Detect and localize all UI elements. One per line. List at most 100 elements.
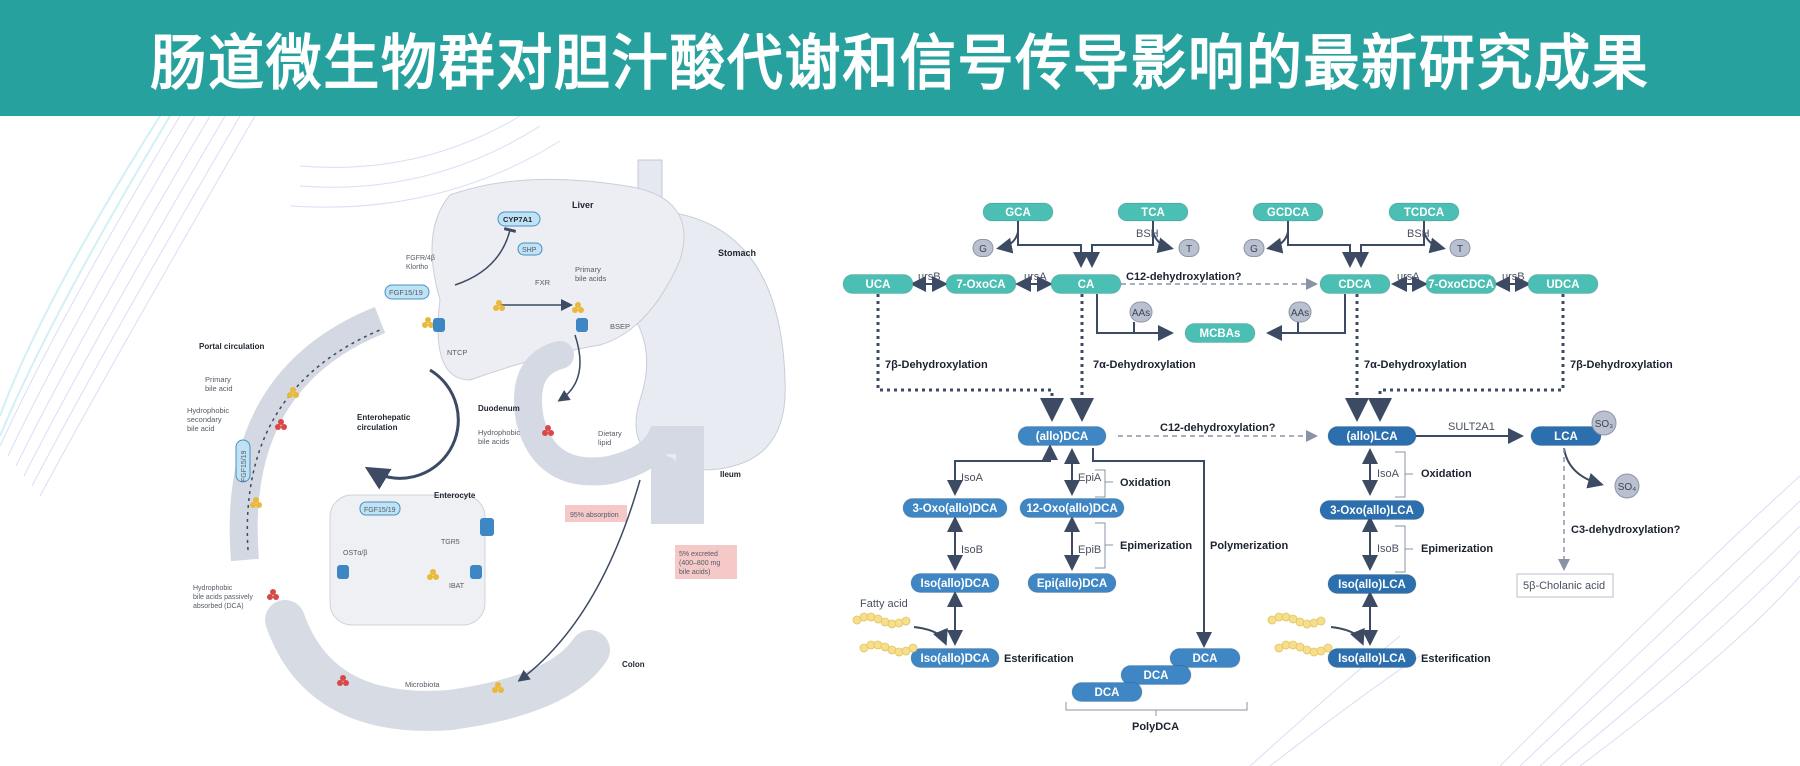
label-excreted-2: (400–800 mg (679, 560, 720, 567)
step-c12-mid: C12-dehydroxylation? (1160, 422, 1276, 434)
label-hydrophobic-secondary-1: Hydrophobic (187, 406, 229, 415)
label-primary-bile-acid-2: bile acid (205, 384, 233, 393)
label-dietary-1: Dietary (598, 429, 622, 438)
cofactor-so3 (1591, 410, 1617, 436)
node-lca-label: LCA (1554, 431, 1578, 443)
page-title: 肠道微生物群对胆汁酸代谢和信号传导影响的最新研究成果 (150, 28, 1650, 99)
node-iso-allolca-ester (1327, 648, 1417, 668)
node-allodca-label: (allo)DCA (1036, 431, 1088, 443)
node-iso-allolca-label: Iso(allo)LCA (1338, 579, 1406, 591)
label-absorption: 95% absorption (570, 512, 619, 519)
enzyme-ursB-1: ursB (918, 271, 941, 283)
label-ntcp: NTCP (447, 348, 467, 357)
cofactor-t-1-label: T (1186, 244, 1192, 255)
node-epi-allodca (1027, 573, 1117, 593)
enzyme-epiA: EpiA (1078, 472, 1102, 484)
label-enterohepatic-1: Enterohepatic (357, 413, 411, 422)
node-iso-allodca-ester-label: Iso(allo)DCA (921, 653, 990, 665)
label-dietary-2: lipid (598, 438, 611, 447)
node-mcbas-label: MCBAs (1200, 328, 1241, 340)
label-enterohepatic-2: circulation (357, 423, 398, 432)
node-3-oxo-allodca-label: 3-Oxo(allo)DCA (913, 503, 998, 515)
node-dca-2-label: DCA (1144, 670, 1169, 682)
label-polydca: PolyDCA (1132, 721, 1179, 733)
step-oxidation-2: Oxidation (1421, 468, 1472, 480)
enzyme-isoA-2: IsoA (1377, 468, 1400, 480)
node-udca (1527, 274, 1599, 294)
liver-shape (431, 178, 685, 381)
node-12-oxo-allodca-label: 12-Oxo(allo)DCA (1026, 503, 1117, 515)
node-gcdca (1252, 202, 1324, 222)
node-cdca-label: CDCA (1338, 279, 1371, 291)
label-fgf-enterocyte: FGF15/19 (364, 507, 396, 514)
node-12-oxo-allodca (1019, 498, 1125, 518)
label-fxr: FXR (535, 278, 551, 287)
label-hydrophobic-secondary-3: bile acid (187, 424, 215, 433)
colon-shape (265, 600, 610, 731)
label-ileum: Ileum (720, 470, 741, 479)
cofactor-t-2-label: T (1457, 244, 1463, 255)
label-cholanic-acid: 5β-Cholanic acid (1523, 580, 1605, 592)
label-hydrophobic-bile-acids-1: Hydrophobic (478, 428, 520, 437)
cofactor-aas-2 (1288, 301, 1312, 323)
node-iso-allolca-ester-label: Iso(allo)LCA (1338, 653, 1406, 665)
label-primary-bile-acids-2: bile acids (575, 274, 607, 283)
step-epimerization-1: Epimerization (1120, 540, 1192, 552)
cofactor-so4-label: SO₄ (1618, 482, 1637, 493)
label-hydrophobic-bile-acids-2: bile acids (478, 437, 510, 446)
node-iso-allodca (910, 573, 1000, 593)
node-mcbas (1184, 323, 1256, 343)
node-7-oxocdca (1425, 274, 1497, 294)
step-polymerization: Polymerization (1210, 540, 1289, 552)
node-tcdca-label: TCDCA (1404, 207, 1444, 219)
node-iso-allodca-ester (910, 648, 1000, 668)
node-3-oxo-allolca-label: 3-Oxo(allo)LCA (1330, 505, 1414, 517)
node-dca-3 (1071, 682, 1143, 702)
cofactor-aas-1-label: AAs (1132, 308, 1150, 319)
step-esterification-1: Esterification (1004, 653, 1074, 665)
node-7-oxoca (945, 274, 1017, 294)
node-ca (1050, 274, 1122, 294)
enterohepatic-illustration: Liver Stomach CYP7A1 SHP FXR FGFR/4β Klo… (187, 159, 786, 731)
label-enterocyte: Enterocyte (434, 491, 476, 500)
step-esterification-2: Esterification (1421, 653, 1491, 665)
cofactor-so3-label: SO₃ (1595, 419, 1614, 430)
cofactor-aas-2-label: AAs (1291, 308, 1309, 319)
node-tca (1117, 202, 1189, 222)
node-dca-3-label: DCA (1095, 687, 1120, 699)
node-epi-allodca-label: Epi(allo)DCA (1037, 578, 1107, 590)
enzyme-isoA-1: IsoA (961, 472, 984, 484)
label-klotho: Klortho (406, 264, 428, 271)
cofactor-t-1 (1178, 239, 1200, 257)
cofactor-g-1 (972, 239, 994, 257)
node-allolca (1327, 426, 1417, 446)
label-shp: SHP (522, 247, 537, 254)
step-7beta-1: 7β-Dehydroxylation (885, 359, 988, 371)
node-uca-label: UCA (866, 279, 891, 291)
label-duodenum: Duodenum (478, 404, 520, 413)
label-fgf-portal: FGF15/19 (241, 450, 248, 482)
node-udca-label: UDCA (1546, 279, 1579, 291)
step-7alpha-2: 7α-Dehydroxylation (1364, 359, 1467, 371)
label-passive-1: Hydrophobic (193, 585, 233, 592)
enzyme-bsh-2: BSH (1407, 228, 1430, 240)
label-hydrophobic-secondary-2: secondary (187, 415, 222, 424)
enzyme-ursB-2: ursB (1502, 271, 1525, 283)
enzyme-isoB-2: IsoB (1377, 543, 1399, 555)
cofactor-g-2-label: G (1250, 244, 1258, 255)
node-uca (842, 274, 914, 294)
label-microbiota: Microbiota (405, 680, 440, 689)
cholanic-acid-box (1516, 573, 1614, 598)
label-fgfr: FGFR/4β (406, 255, 435, 262)
label-primary-bile-acids-1: Primary (575, 265, 601, 274)
cofactor-t-2 (1449, 239, 1471, 257)
label-fgf-liver: FGF15/19 (389, 288, 423, 297)
cofactor-so4 (1614, 473, 1640, 499)
enterocyte-cell (329, 494, 486, 626)
node-gca-label: GCA (1005, 207, 1031, 219)
cofactor-aas-1 (1129, 301, 1153, 323)
node-7-oxoca-label: 7-OxoCA (956, 279, 1005, 291)
step-7beta-2: 7β-Dehydroxylation (1570, 359, 1673, 371)
cofactor-g-1-label: G (979, 244, 987, 255)
